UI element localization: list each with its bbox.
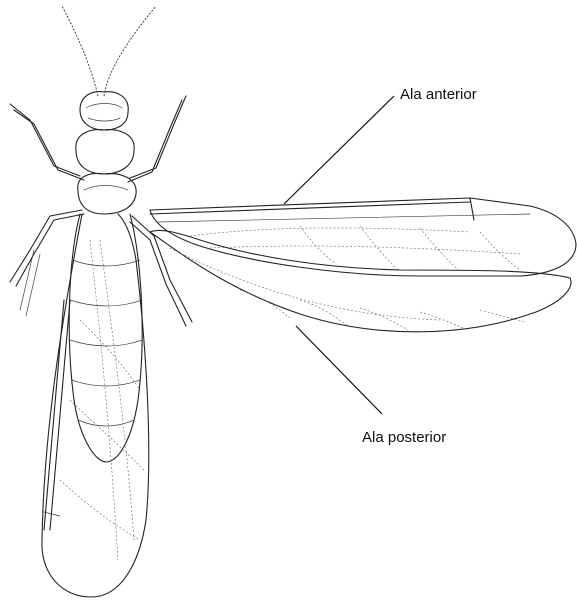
legs <box>10 96 192 326</box>
abdomen <box>69 214 142 462</box>
thorax <box>76 130 136 214</box>
hindwing-leader <box>296 326 382 414</box>
folded-forewing <box>42 214 149 597</box>
antennae <box>62 6 156 96</box>
forewing-label: Ala anterior <box>400 86 477 104</box>
hindwing-label: Ala posterior <box>362 429 446 447</box>
hindwing <box>150 230 571 331</box>
leader-lines <box>284 96 394 414</box>
forewing <box>150 198 576 276</box>
forewing-leader <box>284 96 394 204</box>
head <box>80 92 128 130</box>
